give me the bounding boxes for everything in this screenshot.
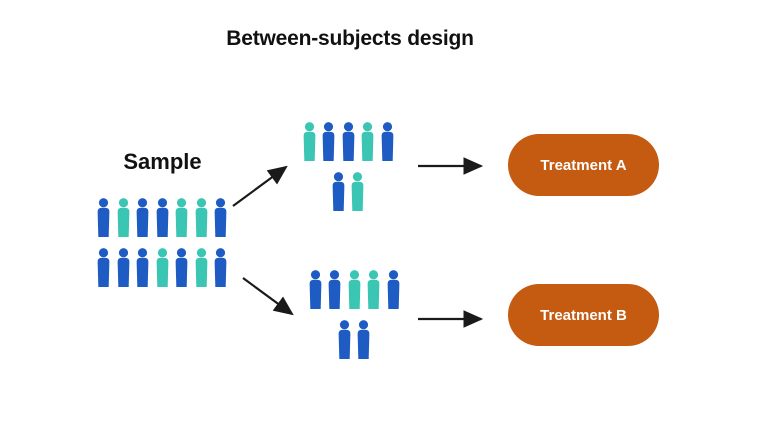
person-icon xyxy=(214,248,227,288)
person-icon xyxy=(351,172,364,212)
person-icon xyxy=(357,320,370,360)
person-icon xyxy=(338,320,351,360)
diagram-title: Between-subjects design xyxy=(226,27,474,50)
person-icon xyxy=(97,198,110,238)
person-icon xyxy=(195,198,207,238)
person-icon xyxy=(322,122,335,162)
arrow-sample-to-group-a xyxy=(232,165,288,207)
person-icon xyxy=(214,198,227,238)
person-row xyxy=(301,119,396,164)
treatment-b-button: Treatment B xyxy=(508,284,659,346)
person-icon xyxy=(195,248,207,288)
person-icon xyxy=(361,122,374,162)
arrow-sample-to-group-b xyxy=(242,277,294,316)
person-row xyxy=(330,169,367,214)
person-icon xyxy=(175,248,188,288)
treatment-a-button: Treatment A xyxy=(508,134,659,196)
person-icon xyxy=(156,198,168,238)
person-icon xyxy=(136,248,149,288)
person-icon xyxy=(175,198,188,238)
person-icon xyxy=(332,172,345,212)
person-icon xyxy=(342,122,354,162)
treatment-a-group xyxy=(300,119,396,219)
person-icon xyxy=(328,270,341,310)
person-icon xyxy=(136,198,149,238)
person-icon xyxy=(309,270,321,310)
person-icon xyxy=(97,248,110,288)
person-icon xyxy=(117,248,129,288)
person-icon xyxy=(387,270,399,310)
person-icon xyxy=(367,270,380,310)
person-row xyxy=(307,267,402,312)
person-icon xyxy=(117,198,129,238)
person-row xyxy=(95,195,229,240)
person-row xyxy=(95,245,229,290)
sample-population xyxy=(95,195,229,295)
sample-label: Sample xyxy=(123,149,202,174)
person-icon xyxy=(348,270,360,310)
treatment-b-group xyxy=(306,267,402,367)
person-icon xyxy=(381,122,393,162)
person-icon xyxy=(303,122,315,162)
person-row xyxy=(336,317,373,362)
person-icon xyxy=(156,248,168,288)
